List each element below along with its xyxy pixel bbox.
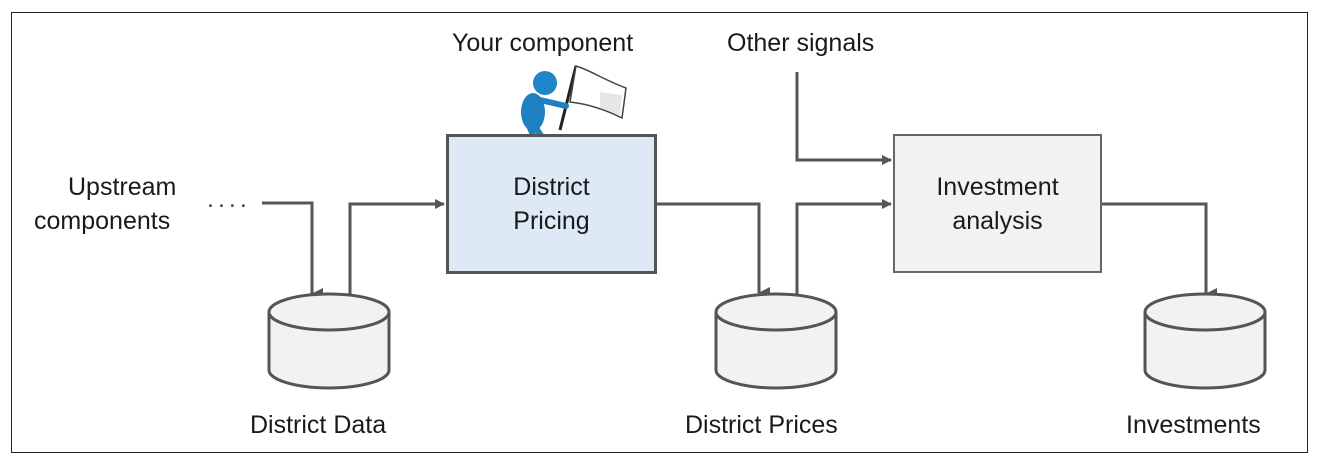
other-signals-label: Other signals <box>727 29 875 57</box>
arrow-pricing-to-district-prices <box>657 202 770 299</box>
district-pricing-box: District Pricing <box>446 134 657 274</box>
district-pricing-line2: Pricing <box>513 207 590 235</box>
arrow-upstream-to-district-data <box>262 201 323 300</box>
upstream-label-line1: Upstream <box>68 173 177 201</box>
diagram-frame <box>11 12 1308 453</box>
upstream-label-line2: components <box>34 207 171 235</box>
investment-analysis-line2: analysis <box>952 206 1043 235</box>
arrow-district-prices-to-analysis <box>795 199 892 296</box>
arrow-district-data-to-pricing <box>348 199 445 296</box>
investments-label: Investments <box>1126 411 1261 439</box>
your-component-label: Your component <box>452 29 634 57</box>
investment-analysis-box: Investment analysis <box>893 134 1102 273</box>
district-data-label: District Data <box>250 411 387 439</box>
district-prices-cylinder <box>714 292 838 390</box>
arrow-other-signals-to-analysis <box>795 72 892 165</box>
district-prices-label: District Prices <box>685 411 838 439</box>
district-pricing-line1: District <box>513 173 590 201</box>
investments-cylinder <box>1143 292 1267 390</box>
arrow-analysis-to-investments <box>1102 202 1217 300</box>
district-data-cylinder <box>267 292 391 390</box>
upstream-dots: .... <box>207 185 251 213</box>
investment-analysis-line1: Investment <box>936 172 1059 201</box>
